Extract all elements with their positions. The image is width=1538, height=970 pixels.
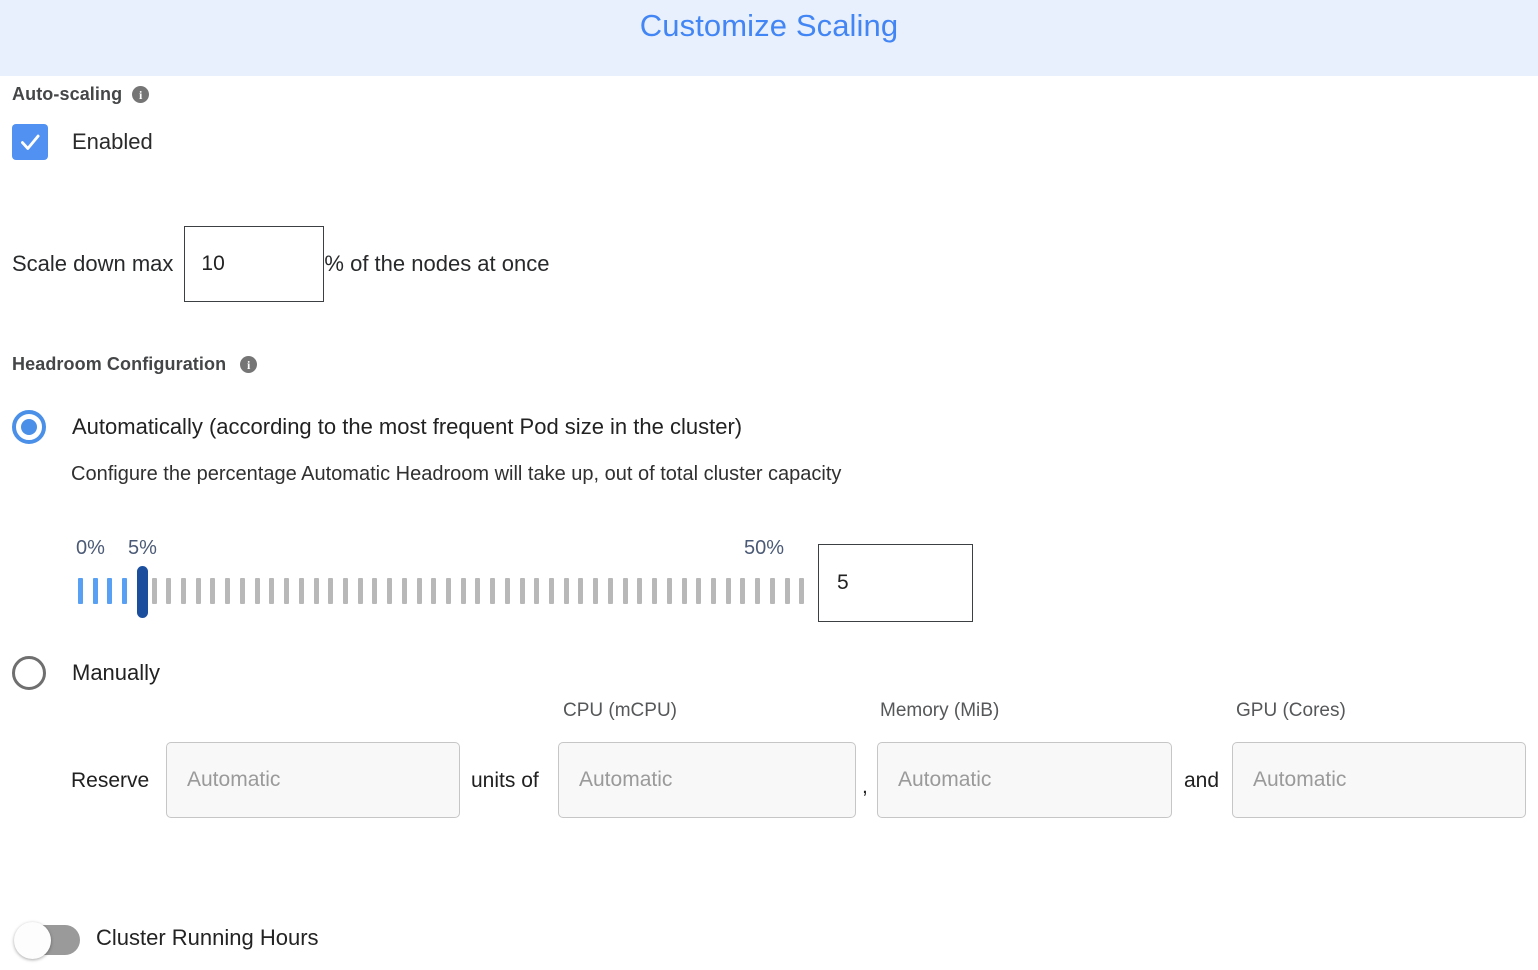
slider-tick xyxy=(284,578,290,604)
slider-tick xyxy=(681,578,687,604)
slider-tick xyxy=(799,578,805,604)
slider-tick xyxy=(578,578,584,604)
reserve-units-input[interactable]: Automatic xyxy=(166,742,460,818)
slider-tick xyxy=(534,578,540,604)
toggle-knob xyxy=(14,922,51,959)
slider-tick xyxy=(195,578,201,604)
headroom-percentage-input[interactable]: 5 xyxy=(818,544,973,622)
slider-tick xyxy=(637,578,643,604)
radio-automatic-label: Automatically (according to the most fre… xyxy=(72,414,743,439)
slider-tick xyxy=(151,578,157,604)
slider-thumb[interactable] xyxy=(137,566,149,618)
slider-tick xyxy=(755,578,761,604)
slider-tick xyxy=(269,578,275,604)
reserve-label: Reserve xyxy=(71,769,150,792)
slider-tick xyxy=(740,578,746,604)
slider-tick xyxy=(446,578,451,604)
cpu-column-label: CPU (mCPU) xyxy=(563,700,677,721)
cluster-running-hours-label: Cluster Running Hours xyxy=(96,925,319,950)
info-icon[interactable]: i xyxy=(240,356,258,373)
reserve-gpu-input[interactable]: Automatic xyxy=(1232,742,1526,818)
slider-tick xyxy=(504,578,510,604)
gpu-column-label: GPU (Cores) xyxy=(1236,700,1346,721)
comma-separator: , xyxy=(862,775,868,798)
scale-down-max-row: Scale down max 10 % of the nodes at once xyxy=(12,226,549,302)
slider-tick xyxy=(342,578,348,604)
slider-tick xyxy=(563,578,569,604)
headroom-automatic-description: Configure the percentage Automatic Headr… xyxy=(71,463,841,486)
and-separator: and xyxy=(1184,769,1220,792)
info-icon[interactable]: i xyxy=(132,86,150,103)
reserve-memory-input[interactable]: Automatic xyxy=(877,742,1172,818)
headroom-option-automatic[interactable]: Automatically (according to the most fre… xyxy=(12,410,742,444)
slider-tick xyxy=(475,578,481,604)
slider-tick xyxy=(416,578,422,604)
slider-tick xyxy=(298,578,304,604)
cluster-running-hours-toggle[interactable] xyxy=(14,922,80,959)
slider-tick xyxy=(401,578,407,604)
slider-tick xyxy=(328,578,334,604)
slider-tick xyxy=(431,578,437,604)
slider-tick xyxy=(710,578,716,604)
enabled-checkbox[interactable] xyxy=(12,124,48,160)
headroom-option-manual[interactable]: Manually xyxy=(12,656,160,690)
enabled-checkbox-row: Enabled xyxy=(12,124,153,160)
page-title: Customize Scaling xyxy=(639,8,899,43)
headroom-automatic-description-text: Configure the percentage Automatic Headr… xyxy=(71,463,842,485)
slider-tick xyxy=(107,578,113,604)
auto-scaling-section-header: Auto-scaling i xyxy=(12,84,150,105)
slider-tick xyxy=(769,578,775,604)
radio-manual-label: Manually xyxy=(72,660,161,685)
units-of-label: units of xyxy=(471,769,539,792)
slider-tick xyxy=(166,578,172,604)
slider-tick xyxy=(622,578,628,604)
memory-column-label: Memory (MiB) xyxy=(880,700,1000,721)
headroom-percentage-slider[interactable] xyxy=(78,566,808,626)
slider-tick xyxy=(725,578,731,604)
slider-tick xyxy=(313,578,319,604)
radio-manual[interactable] xyxy=(12,656,46,690)
slider-tick xyxy=(122,578,128,604)
slider-tick xyxy=(387,578,393,604)
slider-tick xyxy=(519,578,525,604)
enabled-checkbox-label: Enabled xyxy=(72,129,153,154)
slider-current-label: 5% xyxy=(128,537,157,559)
scale-down-max-label: Scale down max xyxy=(12,251,174,276)
slider-tick xyxy=(460,578,466,604)
slider-tick xyxy=(593,578,599,604)
headroom-section-header: Headroom Configuration i xyxy=(12,354,258,375)
slider-tick xyxy=(92,578,98,604)
slider-tick xyxy=(210,578,216,604)
slider-tick xyxy=(696,578,702,604)
slider-tick xyxy=(549,578,555,604)
slider-max-label: 50% xyxy=(744,537,785,559)
scale-down-max-input[interactable]: 10 xyxy=(184,226,325,302)
slider-min-label: 0% xyxy=(76,537,105,559)
slider-tick xyxy=(666,578,672,604)
headroom-configuration-label: Headroom Configuration xyxy=(12,354,227,374)
slider-tick xyxy=(784,578,790,604)
radio-dot xyxy=(21,419,37,435)
slider-tick xyxy=(239,578,245,604)
radio-automatic[interactable] xyxy=(12,410,46,444)
reserve-cpu-input[interactable]: Automatic xyxy=(558,742,856,818)
scale-down-max-suffix: % of the nodes at once xyxy=(324,251,550,276)
slider-tick xyxy=(652,578,658,604)
slider-tick xyxy=(254,578,260,604)
slider-tick xyxy=(357,578,363,604)
slider-tick xyxy=(181,578,187,604)
slider-tick xyxy=(607,578,613,604)
slider-tick xyxy=(372,578,378,604)
slider-tick xyxy=(490,578,496,604)
page-header: Customize Scaling xyxy=(0,0,1538,76)
auto-scaling-label: Auto-scaling xyxy=(12,84,123,104)
slider-tick xyxy=(225,578,231,604)
slider-tick xyxy=(78,578,83,604)
check-icon xyxy=(21,134,40,150)
